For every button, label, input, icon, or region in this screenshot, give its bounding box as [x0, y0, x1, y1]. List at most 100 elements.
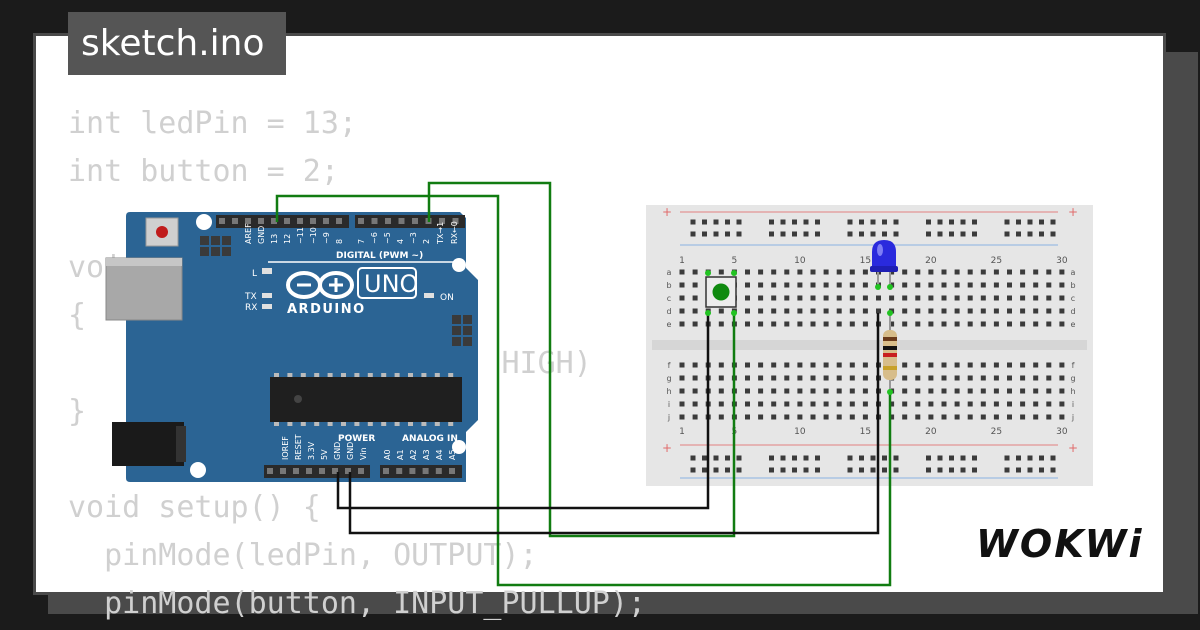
push-button[interactable]	[705, 270, 737, 316]
row-letter: e	[667, 320, 672, 329]
header-pin[interactable]	[439, 218, 445, 224]
power-pin-label: GND	[346, 442, 355, 460]
column-number: 30	[1056, 256, 1068, 266]
wire-pin13-led[interactable]	[275, 194, 892, 587]
svg-text:+: +	[662, 441, 672, 455]
digital-pin-label: ~5	[383, 232, 392, 244]
arduino-infinity-icon	[286, 271, 354, 299]
power-pin-label: RESET	[294, 434, 303, 460]
code-line: pinMode(ledPin, OUTPUT);	[68, 538, 538, 573]
power-pin-label: Vin	[359, 447, 368, 460]
power-header	[264, 465, 370, 478]
code-line: int ledPin = 13;	[68, 106, 357, 141]
row-letter: g	[1070, 374, 1075, 383]
column-number: 25	[991, 427, 1002, 437]
digital-pin-label: TX→1	[436, 222, 445, 245]
header-pin[interactable]	[396, 468, 403, 474]
header-pin[interactable]	[371, 218, 378, 224]
header-pin[interactable]	[332, 468, 338, 474]
row-letter: c	[1071, 294, 1075, 303]
column-number: 15	[860, 427, 871, 437]
header-pin[interactable]	[422, 468, 429, 474]
digital-pin-label: ~3	[409, 232, 418, 244]
header-pin[interactable]	[271, 218, 277, 224]
code-line: {	[68, 298, 87, 333]
wires	[275, 181, 892, 587]
header-pin[interactable]	[336, 218, 342, 224]
header-pin[interactable]	[297, 218, 303, 224]
header-pin[interactable]	[232, 218, 238, 224]
row-letter: f	[1072, 361, 1075, 370]
svg-text:+: +	[1068, 205, 1078, 219]
wokwi-logo: WOKWi	[976, 522, 1144, 566]
code-line: void setup() {	[68, 490, 321, 525]
wire-pin2-button[interactable]	[427, 181, 736, 538]
header-pin[interactable]	[412, 218, 418, 224]
row-letter: h	[1070, 387, 1075, 396]
usb-port	[105, 257, 183, 321]
header-pin[interactable]	[398, 218, 405, 224]
power-label: POWER	[338, 434, 375, 444]
uno-badge	[357, 267, 417, 299]
column-number: 10	[794, 427, 806, 437]
column-number: 30	[1056, 427, 1068, 437]
header-pin[interactable]	[310, 218, 316, 224]
header-pin[interactable]	[358, 468, 364, 474]
analog-pin-label: A3	[422, 449, 431, 460]
file-tab[interactable]: sketch.ino	[68, 12, 286, 75]
l-led-label: L	[252, 269, 257, 279]
header-pin[interactable]	[435, 468, 442, 474]
breadboard-channel	[652, 340, 1087, 350]
power-jack	[112, 422, 184, 466]
row-letter: g	[666, 374, 671, 383]
row-letter: j	[667, 413, 670, 422]
digital-pin-label: 8	[335, 239, 344, 244]
resistor[interactable]	[883, 310, 897, 395]
code-line: pinMode(button, INPUT_PULLUP);	[68, 586, 646, 621]
header-pin[interactable]	[280, 468, 286, 474]
row-letter: d	[666, 307, 671, 316]
header-pin[interactable]	[409, 468, 416, 474]
svg-text:+: +	[662, 205, 672, 219]
header-pin[interactable]	[267, 468, 273, 474]
rx-label: RX	[245, 303, 257, 313]
header-pin[interactable]	[306, 468, 312, 474]
header-pin[interactable]	[245, 218, 251, 224]
row-letter: d	[1070, 307, 1075, 316]
header-pin[interactable]	[293, 468, 299, 474]
mount-hole	[190, 462, 206, 478]
tx-label: TX	[244, 292, 257, 302]
column-number: 20	[925, 256, 937, 266]
header-pin[interactable]	[219, 218, 225, 224]
header-pin[interactable]	[345, 468, 351, 474]
wire-gnd-button[interactable]	[336, 313, 710, 510]
icsp-header	[200, 236, 231, 256]
header-pin[interactable]	[358, 218, 364, 224]
brand-label: ARDUINO	[287, 302, 366, 317]
model-label: UNO	[364, 270, 418, 298]
column-number: 25	[991, 256, 1002, 266]
tx-led	[262, 293, 272, 298]
digital-pin-label: ~9	[322, 232, 331, 244]
on-label: ON	[440, 293, 454, 303]
header-pin[interactable]	[449, 468, 455, 474]
header-pin[interactable]	[284, 218, 290, 224]
row-letter: e	[1071, 320, 1076, 329]
header-pin[interactable]	[452, 218, 459, 224]
power-pin-label: 5V	[320, 449, 329, 460]
analog-label: ANALOG IN	[402, 434, 458, 444]
blue-led[interactable]	[870, 240, 898, 290]
header-pin[interactable]	[383, 468, 389, 474]
mount-hole	[196, 214, 212, 230]
header-pin[interactable]	[323, 218, 329, 224]
header-pin[interactable]	[258, 218, 264, 224]
digital-pin-label: 2	[422, 239, 431, 244]
header-pin[interactable]	[385, 218, 391, 224]
header-pin[interactable]	[319, 468, 325, 474]
analog-pin-label: A4	[435, 449, 444, 460]
wire-gnd-led[interactable]	[348, 313, 880, 535]
column-number: 1	[679, 427, 685, 437]
